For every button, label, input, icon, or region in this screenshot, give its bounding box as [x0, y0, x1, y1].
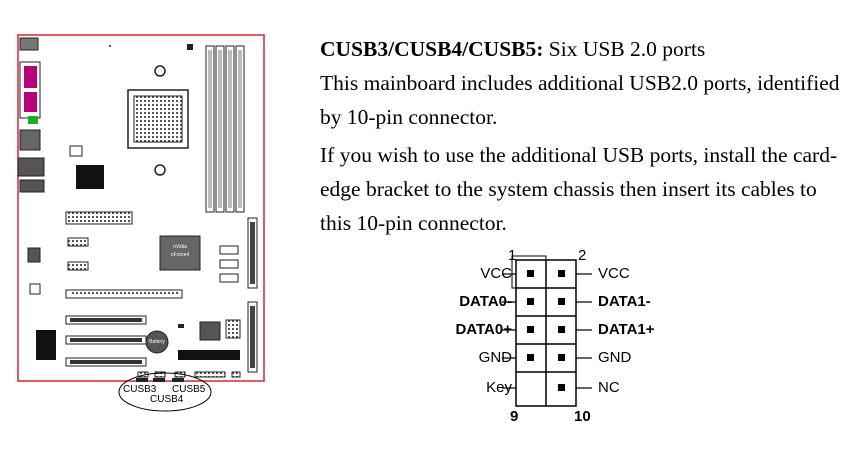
pins	[527, 270, 565, 391]
serial-port	[24, 92, 37, 112]
pin-number-2: 2	[578, 247, 587, 264]
pin-label-data1-plus: DATA1+	[598, 321, 655, 338]
audio-port	[28, 116, 38, 124]
usb-header-highlight	[118, 372, 212, 412]
paragraph-1: This mainboard includes additional USB2.…	[320, 71, 840, 129]
mount-hole	[154, 164, 166, 176]
pin-label-gnd-left: GND	[478, 349, 512, 366]
motherboard-drawing	[17, 34, 265, 412]
jumper	[69, 145, 83, 157]
description-text: CUSB3/CUSB4/CUSB5: Six USB 2.0 ports Thi…	[320, 32, 840, 240]
pin-number-10: 10	[574, 408, 591, 425]
pin-label-vcc-right: VCC	[598, 265, 630, 282]
chipset-label-1: nVidia	[173, 244, 187, 250]
paragraph-2: If you wish to use the additional USB po…	[320, 143, 838, 235]
heading-rest: Six USB 2.0 ports	[543, 37, 706, 61]
chipset	[159, 235, 201, 271]
bios-chip	[36, 330, 56, 360]
usb-port	[19, 179, 45, 193]
pin-label-vcc-left: VCC	[480, 265, 512, 282]
ps2-port	[19, 37, 39, 51]
pin-rows	[516, 287, 576, 373]
pin-number-9: 9	[510, 408, 519, 425]
heading-bold: CUSB3/CUSB4/CUSB5:	[320, 37, 544, 61]
pin-label-data0-plus: DATA0+	[455, 321, 512, 338]
parallel-port	[24, 66, 37, 88]
pin-label-key: Key	[486, 379, 512, 396]
pin-label-gnd-right: GND	[598, 349, 632, 366]
atx-power	[65, 211, 133, 225]
cusb4-label: CUSB4	[150, 394, 184, 405]
pin-number-1: 1	[508, 247, 517, 264]
usb-pinout-diagram: 1 2 9 10 VCC DATA0- DATA0+ GND Key VCC D…	[430, 247, 710, 430]
battery-label: Battery	[149, 339, 165, 345]
section-heading: CUSB3/CUSB4/CUSB5: Six USB 2.0 ports	[320, 32, 840, 66]
dimm-slots	[205, 45, 245, 213]
cpu-pins	[133, 95, 183, 143]
cusb5-label: CUSB5	[172, 384, 206, 395]
mount-hole	[154, 65, 166, 77]
pin-label-nc: NC	[598, 379, 620, 396]
cusb3-label: CUSB3	[123, 384, 157, 395]
pin-label-data0-minus: DATA0-	[459, 293, 512, 310]
motherboard-diagram: nVidia nForce4 Battery CUSB3 CUSB5 CUSB4	[0, 0, 300, 458]
chipset-label-2: nForce4	[170, 252, 190, 258]
usb-lan-port	[19, 129, 41, 151]
lan-port	[17, 157, 45, 177]
battery	[145, 330, 169, 354]
pin-label-data1-minus: DATA1-	[598, 293, 651, 310]
pinout-drawing	[502, 255, 592, 407]
io-chip	[76, 165, 104, 189]
